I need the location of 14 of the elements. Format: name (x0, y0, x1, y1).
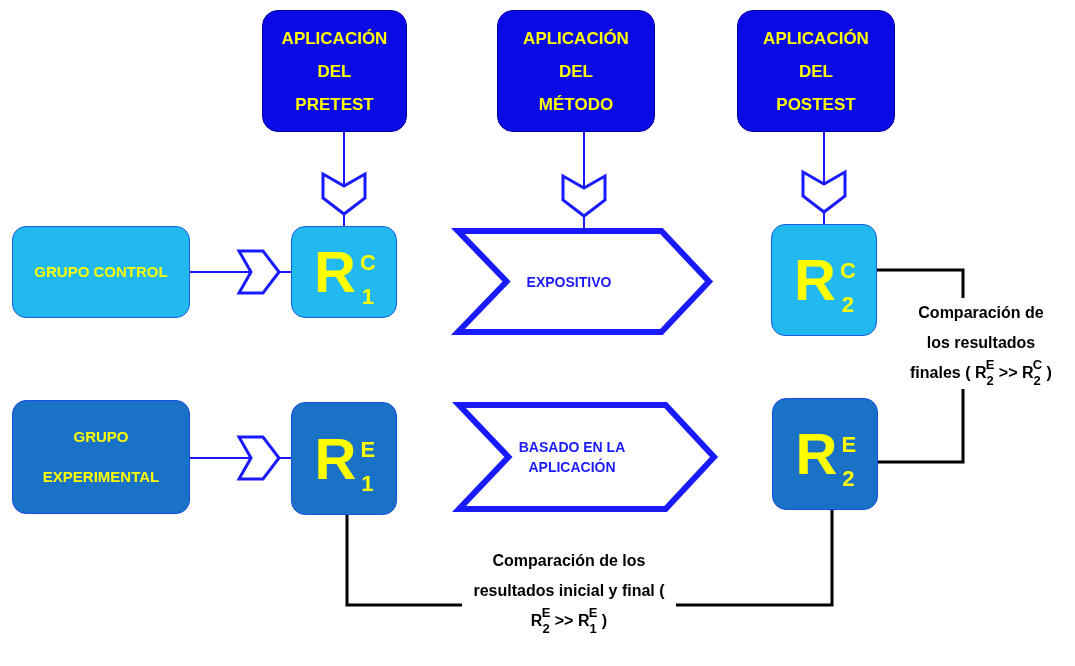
process-box (737, 10, 895, 132)
result-box (772, 398, 878, 510)
group-box (12, 226, 190, 318)
box-label: APLICACIÓN DEL MÉTODO (522, 27, 630, 116)
group-box (12, 400, 190, 514)
result-box (291, 226, 397, 318)
box-label: APLICACIÓN DEL PRETEST (280, 27, 389, 116)
process-box (262, 10, 407, 132)
box-label: GRUPO EXPERIMENTAL (41, 427, 161, 487)
box-label: APLICACIÓN DEL POSTEST (762, 27, 870, 116)
result-box (771, 224, 877, 336)
box-label: GRUPO CONTROL (33, 262, 169, 282)
process-box (497, 10, 655, 132)
result-box (291, 402, 397, 515)
